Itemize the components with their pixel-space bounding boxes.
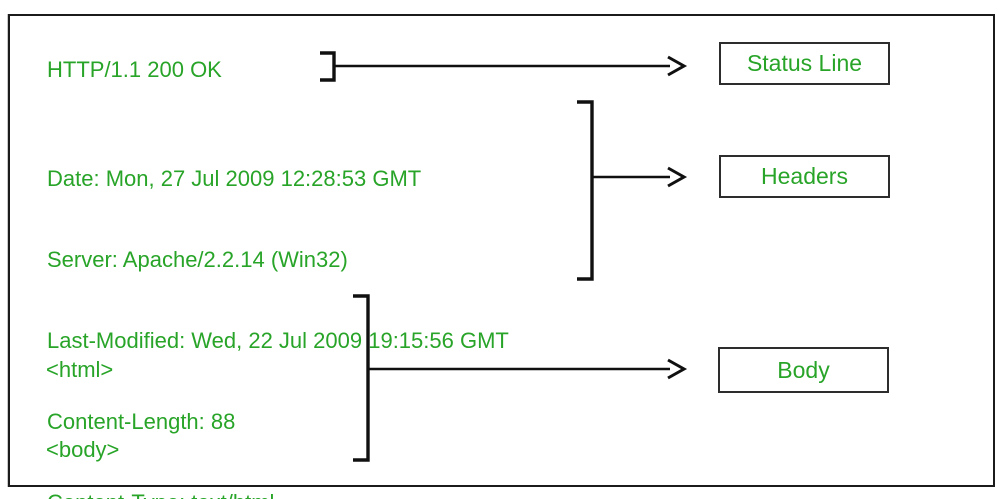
body-line: <html> — [46, 357, 114, 382]
diagram-border — [8, 14, 995, 487]
headers-label-box: Headers — [719, 155, 890, 198]
body-text-block: <html> <body> <h1>Hello, World!</h1> </b… — [46, 304, 278, 499]
headers-arrowhead-icon — [667, 166, 688, 188]
headers-label: Headers — [761, 163, 848, 189]
headers-text-block: Date: Mon, 27 Jul 2009 12:28:53 GMT Serv… — [47, 111, 509, 499]
header-line: Content-Type: text/html — [47, 489, 509, 499]
status-line-bracket — [320, 51, 336, 82]
body-bracket — [353, 294, 370, 462]
body-line: <body> — [46, 436, 120, 462]
header-line: Date: Mon, 27 Jul 2009 12:28:53 GMT — [47, 166, 422, 191]
body-label-box: Body — [718, 347, 889, 393]
body-arrowhead-icon — [667, 358, 688, 380]
header-line: Content-Length: 88 — [47, 409, 236, 434]
body-label: Body — [777, 356, 830, 383]
header-line: Server: Apache/2.2.14 (Win32) — [47, 247, 348, 272]
status-line-label: Status Line — [746, 50, 863, 76]
status-line-label-box: Status Line — [719, 42, 890, 85]
headers-bracket — [577, 100, 594, 281]
status-line-arrowhead-icon — [667, 55, 688, 77]
status-line-text: HTTP/1.1 200 OK — [47, 57, 222, 82]
header-line: Last-Modified: Wed, 22 Jul 2009 19:15:56… — [47, 328, 509, 353]
